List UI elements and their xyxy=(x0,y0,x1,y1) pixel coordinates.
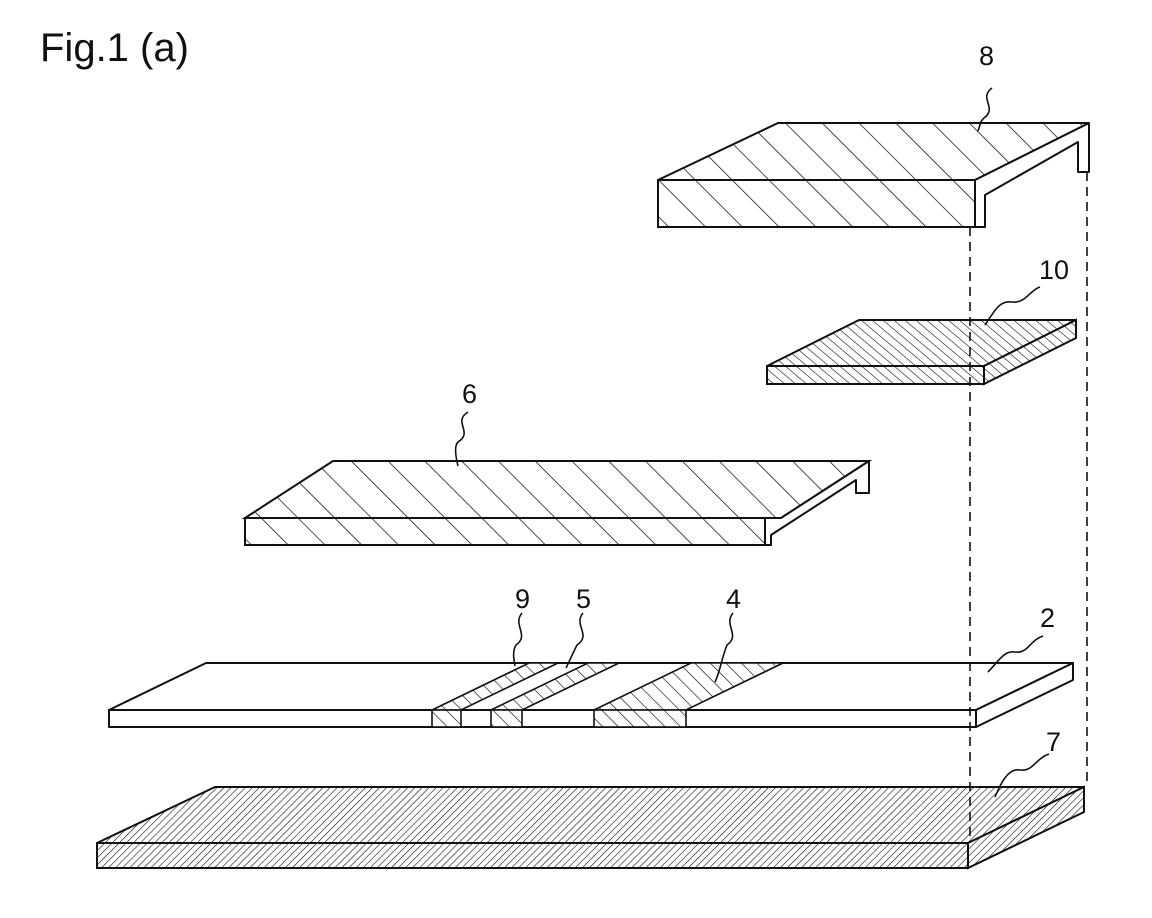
label-film-6: 6 xyxy=(462,379,477,409)
figure-title: Fig.1 (a) xyxy=(40,26,189,71)
cover-film-6 xyxy=(245,461,869,545)
label-strip-2: 2 xyxy=(1040,603,1055,633)
label-zone-4: 4 xyxy=(726,584,741,614)
label-base-7: 7 xyxy=(1046,727,1061,757)
label-zone-9: 9 xyxy=(515,584,530,614)
alignment-lines xyxy=(970,172,1087,843)
test-strip-2 xyxy=(109,663,1073,727)
cover-8 xyxy=(658,123,1089,227)
label-zone-5: 5 xyxy=(576,584,591,614)
label-pad-10: 10 xyxy=(1039,255,1069,285)
label-cover-8: 8 xyxy=(979,41,994,71)
base-sheet-7 xyxy=(97,787,1084,868)
pad-10 xyxy=(767,320,1076,384)
